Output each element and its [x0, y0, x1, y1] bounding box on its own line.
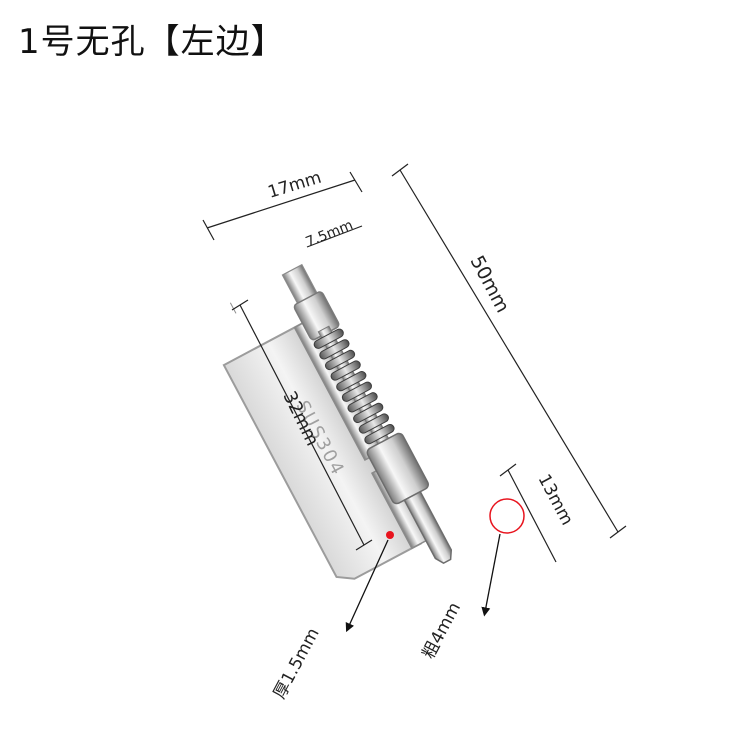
thickness-arrow — [345, 539, 389, 633]
hinge: SUS304 — [219, 258, 453, 580]
label-50mm: 50mm — [466, 252, 514, 316]
product-title: 1号无孔【左边】 — [18, 22, 286, 62]
label-thickness: 厚1.5mm — [270, 625, 324, 703]
dim-50mm — [391, 163, 627, 539]
dim-13mm — [499, 463, 557, 563]
label-17mm: 17mm — [266, 168, 324, 203]
label-pin-thickness: 粗4mm — [419, 599, 465, 662]
pin-marker-circle — [489, 498, 525, 534]
pin-thickness-arrow — [481, 533, 501, 617]
dim-17mm — [202, 171, 363, 241]
label-7-5mm: 7.5mm — [304, 217, 356, 250]
dim-7-5mm — [306, 225, 363, 248]
dim-32mm — [231, 299, 373, 551]
pin-handle — [219, 258, 304, 314]
pin-tip — [403, 490, 453, 564]
thickness-marker — [386, 531, 394, 539]
label-13mm: 13mm — [534, 471, 577, 529]
spring — [313, 328, 395, 445]
